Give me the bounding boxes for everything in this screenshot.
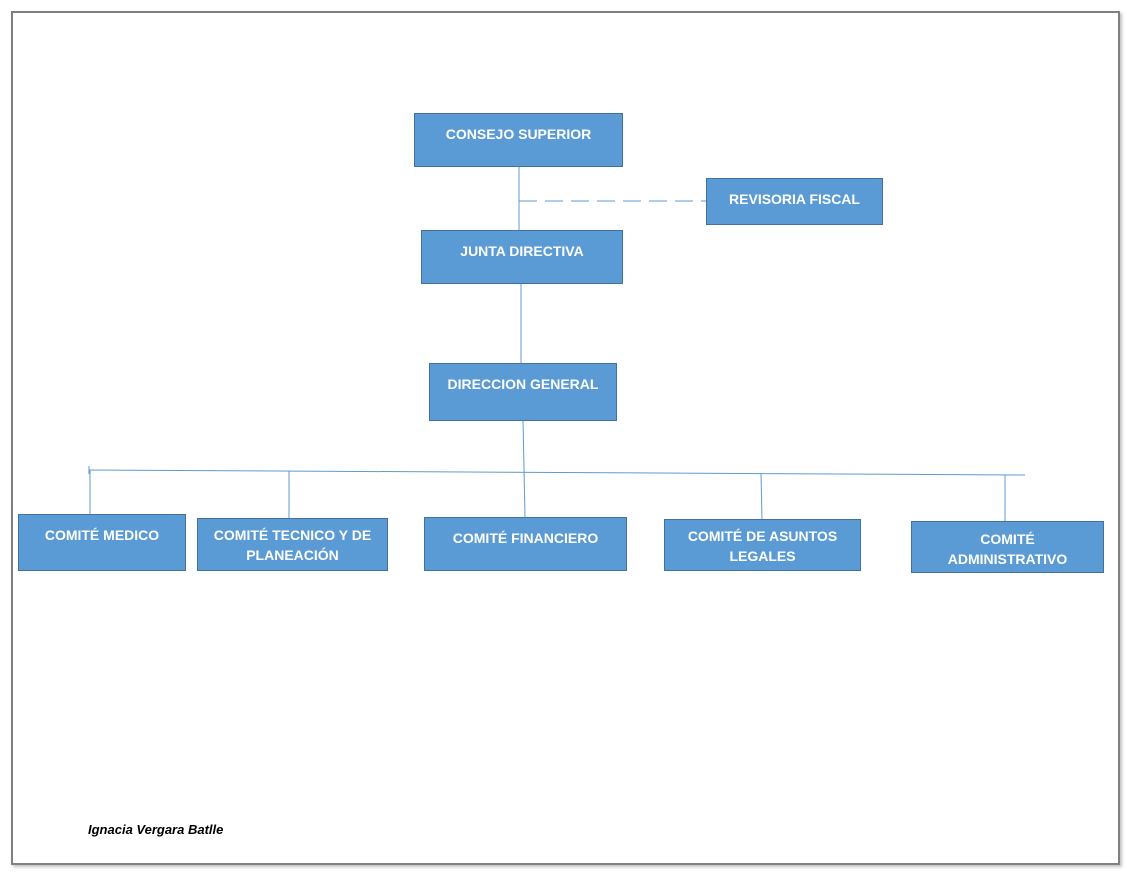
page-frame	[11, 11, 1120, 865]
node-consejo-superior-label: CONSEJO SUPERIOR	[445, 126, 592, 142]
node-direccion-general-label: DIRECCION GENERAL	[447, 376, 599, 392]
node-comite-financiero: COMITÉ FINANCIERO	[424, 517, 627, 571]
node-comite-financiero-label: COMITÉ FINANCIERO	[452, 530, 599, 546]
node-comite-administrativo-label: COMITÉ ADMINISTRATIVO	[947, 531, 1068, 567]
node-revisoria-fiscal: REVISORIA FISCAL	[706, 178, 883, 225]
author-signature: Ignacia Vergara Batlle	[88, 822, 224, 837]
node-direccion-general: DIRECCION GENERAL	[429, 363, 617, 421]
node-comite-tecnico-label: COMITÉ TECNICO Y DE PLANEACIÓN	[213, 527, 372, 563]
node-comite-legales: COMITÉ DE ASUNTOS LEGALES	[664, 519, 861, 571]
node-comite-legales-label: COMITÉ DE ASUNTOS LEGALES	[687, 528, 838, 564]
node-comite-tecnico: COMITÉ TECNICO Y DE PLANEACIÓN	[197, 518, 388, 571]
node-comite-medico-label: COMITÉ MEDICO	[44, 527, 160, 543]
node-junta-directiva-label: JUNTA DIRECTIVA	[460, 243, 584, 259]
node-revisoria-fiscal-label: REVISORIA FISCAL	[729, 191, 860, 207]
node-comite-medico: COMITÉ MEDICO	[18, 514, 186, 571]
node-comite-administrativo: COMITÉ ADMINISTRATIVO	[911, 521, 1104, 573]
connector-drop-legales	[760, 473, 763, 520]
node-consejo-superior: CONSEJO SUPERIOR	[414, 113, 623, 167]
connector-bus	[88, 469, 1026, 476]
node-junta-directiva: JUNTA DIRECTIVA	[421, 230, 623, 284]
connector-direccion-bus	[522, 419, 526, 518]
